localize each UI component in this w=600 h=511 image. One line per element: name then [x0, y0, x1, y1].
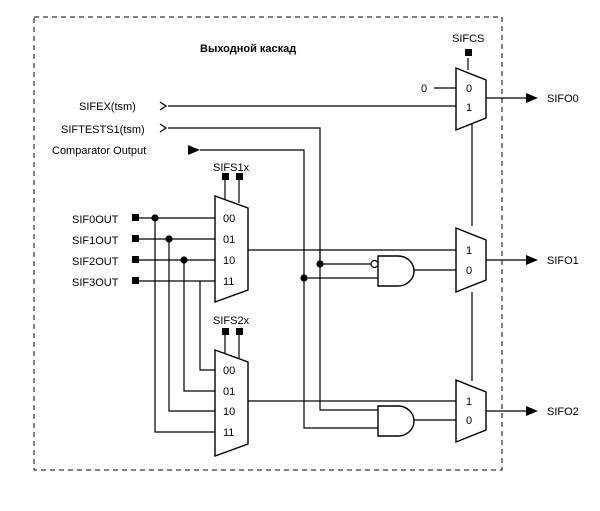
mux0-in0: 0 [466, 83, 472, 95]
mux0-in1: 1 [466, 102, 472, 114]
sif1out-pin [132, 235, 139, 242]
sifs2x-pin-1 [236, 328, 243, 335]
label-sif0out: SIF0OUT [72, 214, 119, 226]
label-sifs2x: SIFS2x [213, 315, 250, 327]
mux4-2-sel01: 01 [223, 386, 235, 398]
label-sifcs: SIFCS [452, 33, 484, 45]
and-gate-1 [377, 255, 415, 287]
stage-border [33, 16, 503, 471]
label-sif3out: SIF3OUT [72, 277, 119, 289]
inverter-bubble [370, 259, 379, 269]
label-siftests1: SIFTESTS1(tsm) [61, 124, 145, 136]
label-sifo2: SIFO2 [547, 406, 579, 418]
label-sifo1: SIFO1 [547, 255, 579, 267]
sifs1x-pin-1 [236, 173, 243, 180]
mux4-1-sel00: 00 [223, 213, 235, 225]
sifo1-arrow-icon [526, 255, 538, 265]
mux4-sifs2x [214, 349, 249, 457]
label-sifo0: SIFO0 [547, 93, 579, 105]
mux4-1-sel01: 01 [223, 234, 235, 246]
sifex-arrow-icon [159, 101, 168, 111]
mux4-2-sel10: 10 [223, 406, 235, 418]
label-constant-zero: 0 [421, 83, 427, 95]
stage-title: Выходной каскад [200, 43, 296, 55]
sif3out-pin [132, 277, 139, 284]
sifs1x-pin-0 [222, 173, 229, 180]
label-sifs1x: SIFS1x [213, 162, 250, 174]
mux4-2-sel11: 11 [223, 427, 234, 439]
mux1-in1: 1 [466, 245, 472, 257]
sifo2-arrow-icon [526, 406, 538, 416]
sifo0-arrow-icon [526, 93, 538, 103]
siftests1-arrow-icon [159, 123, 168, 133]
label-sif1out: SIF1OUT [72, 235, 119, 247]
sif0out-pin [132, 214, 139, 221]
mux2-in0: 0 [466, 415, 472, 427]
mux4-2-sel00: 00 [223, 365, 235, 377]
mux2-sifo2 [455, 378, 487, 444]
label-comparator-output: Comparator Output [52, 145, 146, 157]
mux1-in0: 0 [466, 265, 472, 277]
label-sif2out: SIF2OUT [72, 256, 119, 268]
sifs2x-pin-0 [222, 328, 229, 335]
mux2-sifo0 [455, 66, 487, 132]
mux4-1-sel10: 10 [223, 255, 235, 267]
mux2-in1: 1 [466, 396, 472, 408]
mux2-sifo1 [455, 226, 487, 294]
mux4-1-sel11: 11 [223, 276, 234, 288]
label-sifex: SIFEX(tsm) [79, 101, 136, 113]
sif2out-pin [132, 256, 139, 263]
sifcs-pin [465, 49, 472, 56]
comparator-arrow-icon [188, 145, 200, 155]
mux4-sifs1x [214, 195, 249, 303]
and-gate-2 [377, 405, 415, 437]
